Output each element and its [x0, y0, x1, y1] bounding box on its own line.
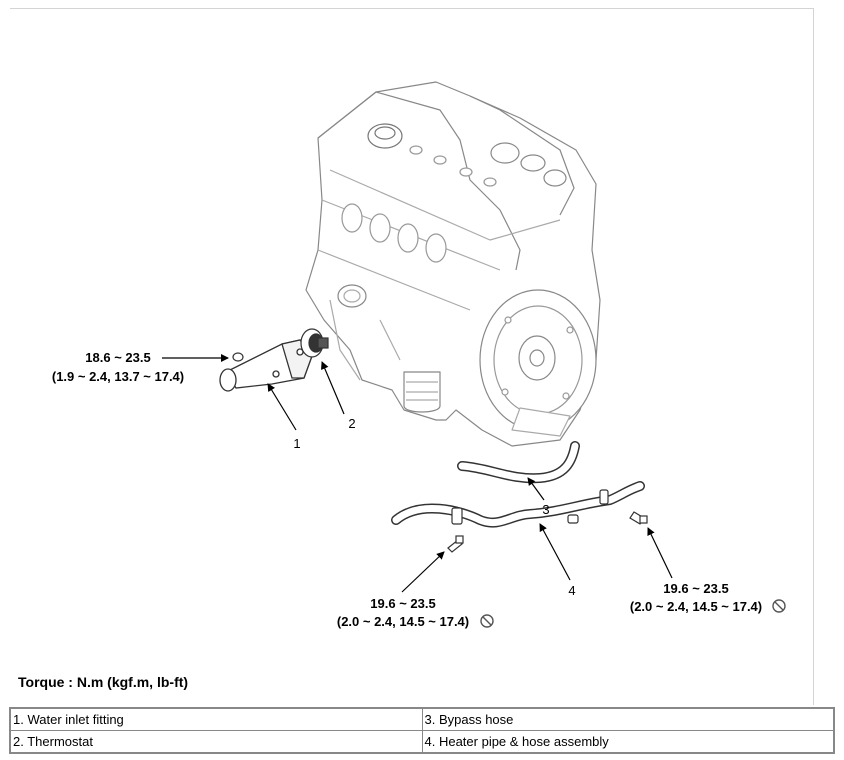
- figure-frame: [10, 8, 814, 705]
- bolt-icon: [629, 511, 648, 525]
- legend-cell: 3. Bypass hose: [421, 707, 835, 731]
- part-number-4: 4: [568, 583, 575, 598]
- torque-label-value: 19.6 ~ 23.5: [370, 596, 435, 611]
- bypass-hose-illustration-inner: [458, 442, 579, 482]
- torque-units-note: Torque : N.m (kgf.m, lb-ft): [18, 674, 189, 690]
- torque-label-units: (2.0 ~ 2.4, 14.5 ~ 17.4): [337, 614, 469, 629]
- engine-cooling-diagram: 18.6 ~ 23.5 (1.9 ~ 2.4, 13.7 ~ 17.4) 1 2…: [52, 81, 786, 629]
- bolt-icon: [232, 352, 244, 362]
- torque-label-units: (1.9 ~ 2.4, 13.7 ~ 17.4): [52, 369, 184, 384]
- torque-label-units: (2.0 ~ 2.4, 14.5 ~ 17.4): [630, 599, 762, 614]
- legend-cell: 2. Thermostat: [9, 730, 423, 754]
- part-number-3: 3: [542, 502, 549, 517]
- prohibited-circle-icon: [772, 599, 786, 613]
- parts-legend-table: 1. Water inlet fitting 3. Bypass hose 2.…: [9, 707, 835, 754]
- part-number-1: 1: [293, 436, 300, 451]
- heater-pipe-fittings: [451, 489, 609, 525]
- thermostat-illustration: [300, 328, 329, 358]
- part-number-2: 2: [348, 416, 355, 431]
- leader-arrows: [162, 354, 673, 593]
- bolt-icon: [447, 535, 464, 553]
- prohibited-circle-icon: [480, 614, 494, 628]
- torque-label-value: 19.6 ~ 23.5: [663, 581, 728, 596]
- torque-label-value: 18.6 ~ 23.5: [85, 350, 150, 365]
- table-row: 2. Thermostat 4. Heater pipe & hose asse…: [9, 730, 835, 754]
- engine-block-illustration: [305, 81, 601, 447]
- legend-cell: 4. Heater pipe & hose assembly: [421, 730, 835, 754]
- water-inlet-fitting-illustration: [219, 339, 313, 392]
- table-row: 1. Water inlet fitting 3. Bypass hose: [9, 707, 835, 731]
- legend-cell: 1. Water inlet fitting: [9, 707, 423, 731]
